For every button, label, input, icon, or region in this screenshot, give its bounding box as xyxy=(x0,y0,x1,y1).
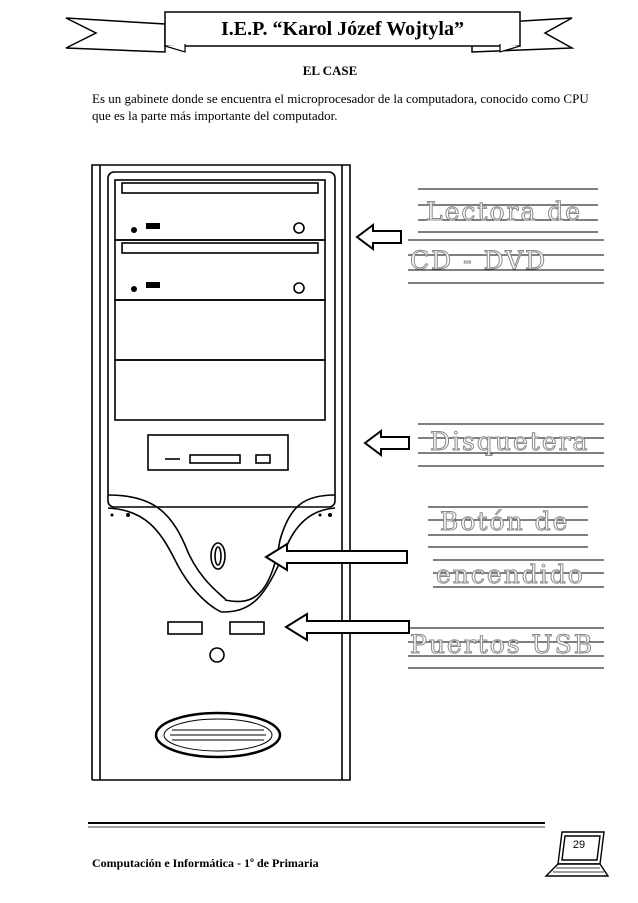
arrow-icon xyxy=(264,542,408,572)
label-usb: Puertos USB xyxy=(409,630,595,660)
label-cd-line2: CD - DVD xyxy=(409,246,548,276)
label-power-line2: encendido xyxy=(436,560,585,590)
arrow-icon xyxy=(284,612,410,642)
arrow-icon xyxy=(355,223,402,251)
intro-paragraph: Es un gabinete donde se encuentra el mic… xyxy=(92,91,589,123)
header-banner xyxy=(65,11,575,53)
label-floppy: Disquetera xyxy=(429,427,590,457)
section-title: EL CASE xyxy=(302,63,358,78)
label-power-line1: Botón de xyxy=(439,507,570,537)
label-cd-line1: Lectora de xyxy=(425,197,583,227)
laptop-icon xyxy=(544,831,610,877)
footer-course-label: Computación e Informática - 1º de Primar… xyxy=(92,856,319,870)
arrow-icon xyxy=(363,429,410,457)
page-number: 29 xyxy=(572,839,586,851)
school-name: I.E.P. “Karol Józef Wojtyla” xyxy=(221,18,464,40)
